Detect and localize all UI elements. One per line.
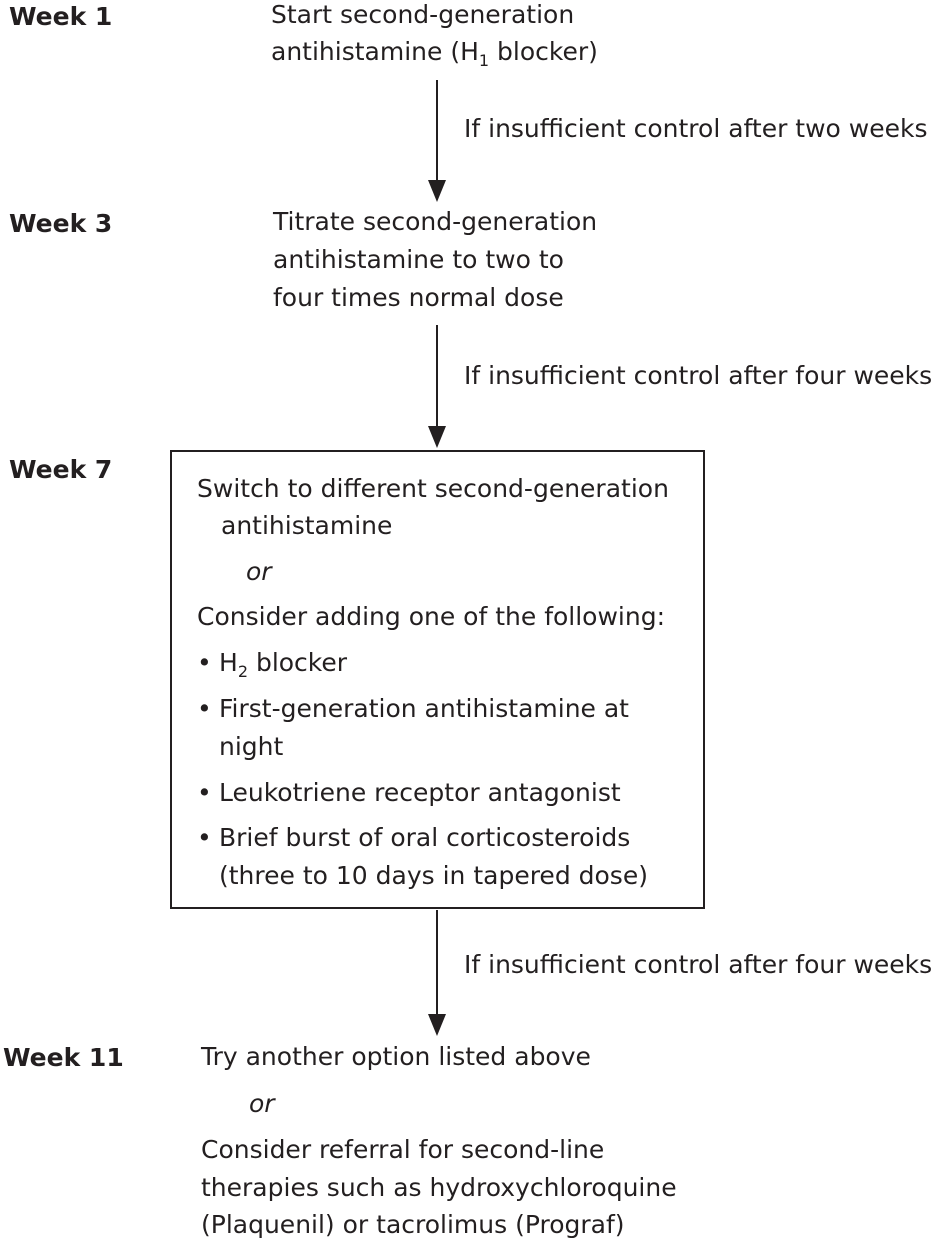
week1-line1: Start second-generation [271, 0, 575, 29]
week11-label: Week 11 [3, 1043, 124, 1072]
switch-line1: Switch to different second-generation [197, 474, 669, 503]
option-first-gen-line2: night [219, 732, 284, 761]
arrow-week1-to-week3 [428, 80, 446, 202]
week3-line1: Titrate second-generation [273, 207, 598, 236]
condition-four-weeks-2: If insufficient control after four weeks [464, 950, 933, 979]
arrow-week7-to-week11 [428, 910, 446, 1036]
option-h2-blocker: H2 blocker [219, 648, 348, 681]
week1-label: Week 1 [9, 2, 113, 31]
week7-options-box [170, 450, 705, 909]
week7-label: Week 7 [9, 455, 113, 484]
week11-or: or [249, 1089, 275, 1118]
arrow-week3-to-week7 [428, 325, 446, 448]
option-first-gen-line1: First-generation antihistamine at [219, 694, 629, 723]
week3-label: Week 3 [9, 209, 113, 238]
week11-line3: therapies such as hydroxychloroquine [201, 1173, 677, 1202]
bullet-glyph: • [197, 648, 212, 677]
consider-adding: Consider adding one of the following: [197, 602, 666, 631]
week3-line2: antihistamine to two to [273, 245, 564, 274]
option-corticosteroids-line1: Brief burst of oral corticosteroids [219, 823, 631, 852]
week11-line1: Try another option listed above [201, 1042, 591, 1071]
switch-line2: antihistamine [221, 511, 393, 540]
bullet-glyph: • [197, 778, 212, 807]
week11-line2: Consider referral for second-line [201, 1135, 605, 1164]
condition-two-weeks: If insufficient control after two weeks [464, 114, 928, 143]
option-corticosteroids-line2: (three to 10 days in tapered dose) [219, 861, 648, 890]
week1-line2: antihistamine (H1 blocker) [271, 37, 598, 70]
week7-or: or [246, 557, 272, 586]
week3-line3: four times normal dose [273, 283, 564, 312]
condition-four-weeks-1: If insufficient control after four weeks [464, 361, 933, 390]
bullet-glyph: • [197, 823, 212, 852]
bullet-glyph: • [197, 694, 212, 723]
option-leukotriene: Leukotriene receptor antagonist [219, 778, 621, 807]
week11-line4: (Plaquenil) or tacrolimus (Prograf) [201, 1210, 625, 1239]
